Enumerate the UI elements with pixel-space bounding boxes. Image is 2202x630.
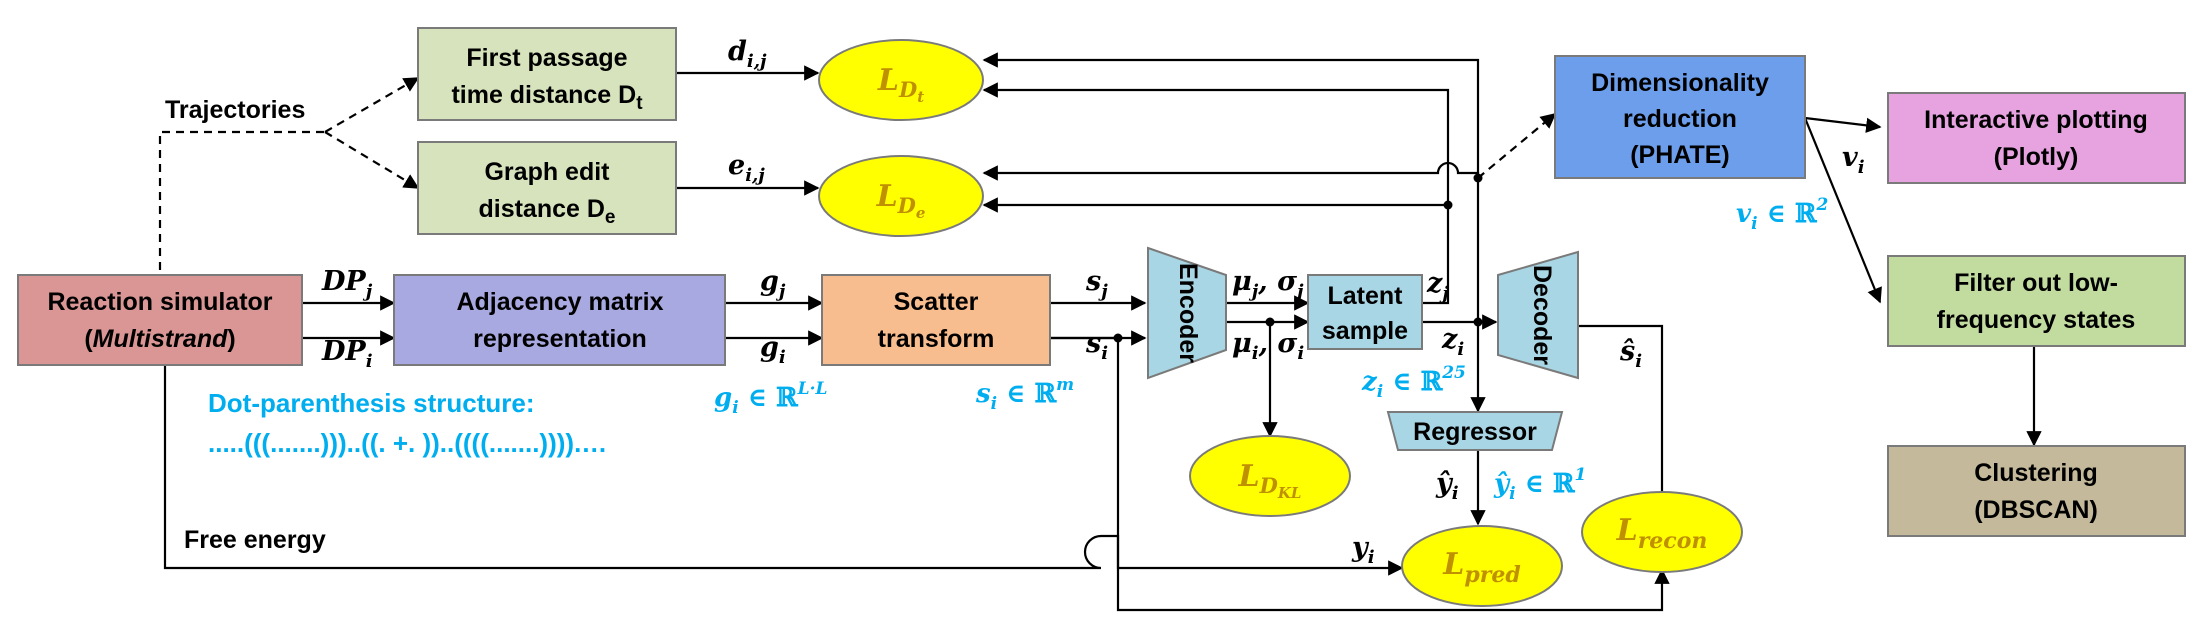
loss-ldkl-label: LDKL <box>1238 459 1302 502</box>
graph-edit-rect <box>417 141 677 235</box>
latent-line1: Latent <box>1328 282 1404 310</box>
dim-si: si ∈ ℝm <box>975 375 1074 414</box>
graph-edit-line2: distance De <box>478 195 615 228</box>
box-first-passage: First passage time distance Dt <box>417 27 677 121</box>
edge-labels: di,j ei,j DPj DPi gj gi sj si μj, σj μi,… <box>321 36 1865 568</box>
loss-ldt: LDt <box>818 39 984 121</box>
label-sj: sj <box>1085 266 1108 302</box>
interactive-rect <box>1887 92 2186 184</box>
clustering-line1: Clustering <box>1974 459 2098 487</box>
connectors <box>158 52 2042 612</box>
clustering-rect <box>1887 445 2186 537</box>
latent-line2: sample <box>1322 317 1408 345</box>
loss-ldt-ellipse <box>818 39 984 121</box>
scatter-line2: transform <box>878 325 995 353</box>
dim-red-line2: reduction <box>1623 105 1737 133</box>
label-zi: zi <box>1441 324 1464 360</box>
adjacency-line2: representation <box>473 325 647 353</box>
box-filter: Filter out low- frequency states <box>1887 255 2186 347</box>
box-scatter: Scatter transform <box>821 274 1051 366</box>
dim-vi: vi ∈ ℝ2 <box>1736 195 1829 234</box>
dim-red-line1: Dimensionality <box>1591 69 1769 97</box>
label-si-hat: ŝi <box>1619 336 1642 372</box>
box-clustering: Clustering (DBSCAN) <box>1887 445 2186 537</box>
first-passage-rect <box>417 27 677 121</box>
box-encoder: Encoder <box>1147 246 1227 380</box>
loss-lrecon: Lrecon <box>1581 491 1743 573</box>
latent-rect <box>1307 274 1423 350</box>
loss-lpred-ellipse <box>1401 525 1563 607</box>
scatter-rect <box>821 274 1051 366</box>
box-interactive-plotting: Interactive plotting (Plotly) <box>1887 92 2186 184</box>
dot-paren-sequence: .....(((.......)))..((. +. ))..((((.....… <box>208 428 607 458</box>
dim-gi: gi ∈ ℝL·L <box>714 379 827 418</box>
label-dpj: DPj <box>321 266 373 302</box>
loss-lpred-label: Lpred <box>1442 547 1520 588</box>
loss-lde-label: LDe <box>876 179 926 222</box>
scatter-line1: Scatter <box>894 288 979 316</box>
loss-lrecon-label: Lrecon <box>1616 513 1708 554</box>
box-graph-edit: Graph edit distance De <box>417 141 677 235</box>
clustering-line2: (DBSCAN) <box>1974 496 2098 524</box>
label-muj-sigj: μj, σj <box>1232 266 1304 302</box>
dimension-labels: gi ∈ ℝL·L si ∈ ℝm zi ∈ ℝ25 ŷi ∈ ℝ1 vi ∈ … <box>714 195 1829 504</box>
filter-line2: frequency states <box>1937 306 2136 334</box>
annotations: Trajectories Free energy Dot-parenthesis… <box>165 96 607 554</box>
label-dpi: DPi <box>321 336 373 372</box>
label-gi: gi <box>760 332 786 368</box>
reaction-sim-line2: (Multistrand) <box>84 325 235 353</box>
decoder-label: Decoder <box>1528 265 1556 365</box>
box-latent-sample: Latent sample <box>1307 274 1423 350</box>
loss-lrecon-ellipse <box>1581 491 1743 573</box>
loss-ldkl-ellipse <box>1189 435 1351 517</box>
loss-lde: LDe <box>818 155 984 237</box>
loss-ldt-label: LDt <box>877 63 924 106</box>
encoder-label: Encoder <box>1174 263 1202 363</box>
box-reaction-simulator: Reaction simulator (Multistrand) <box>17 274 303 366</box>
label-dij: di,j <box>728 36 767 72</box>
dim-red-rect <box>1554 55 1806 179</box>
box-regressor: Regressor <box>1386 411 1564 451</box>
decoder-shape <box>1497 250 1579 380</box>
label-eij: ei,j <box>728 150 765 186</box>
label-gj: gj <box>760 266 786 302</box>
trajectories-label: Trajectories <box>165 96 305 124</box>
filter-line1: Filter out low- <box>1954 269 2118 297</box>
adjacency-line1: Adjacency matrix <box>456 288 663 316</box>
label-yi: yi <box>1351 532 1375 568</box>
regressor-shape <box>1386 411 1564 451</box>
filter-rect <box>1887 255 2186 347</box>
interactive-line1: Interactive plotting <box>1924 106 2148 134</box>
reaction-sim-rect <box>17 274 303 366</box>
first-passage-line1: First passage <box>466 44 627 72</box>
box-dim-reduction: Dimensionality reduction (PHATE) <box>1554 55 1806 179</box>
loss-lpred: Lpred <box>1401 525 1563 607</box>
label-si: si <box>1085 328 1108 364</box>
free-energy-label: Free energy <box>184 526 326 554</box>
first-passage-line2: time distance Dt <box>451 81 643 114</box>
label-mui-sigi: μi, σi <box>1232 328 1304 364</box>
reaction-sim-line1: Reaction simulator <box>47 288 272 316</box>
label-vi: vi <box>1842 142 1865 178</box>
box-decoder: Decoder <box>1497 250 1579 380</box>
dim-yi: ŷi ∈ ℝ1 <box>1493 465 1586 504</box>
label-yi-hat: ŷi <box>1435 468 1459 504</box>
dim-zi: zi ∈ ℝ25 <box>1361 363 1466 402</box>
interactive-line2: (Plotly) <box>1994 143 2079 171</box>
dim-red-line3: (PHATE) <box>1630 141 1730 169</box>
loss-ldkl: LDKL <box>1189 435 1351 517</box>
loss-lde-ellipse <box>818 155 984 237</box>
encoder-shape <box>1147 246 1227 380</box>
regressor-label: Regressor <box>1413 418 1537 446</box>
graph-edit-line1: Graph edit <box>484 158 610 186</box>
adjacency-rect <box>393 274 726 366</box>
label-zj: zj <box>1426 268 1449 304</box>
dot-paren-title: Dot-parenthesis structure: <box>208 388 535 418</box>
box-adjacency: Adjacency matrix representation <box>393 274 726 366</box>
